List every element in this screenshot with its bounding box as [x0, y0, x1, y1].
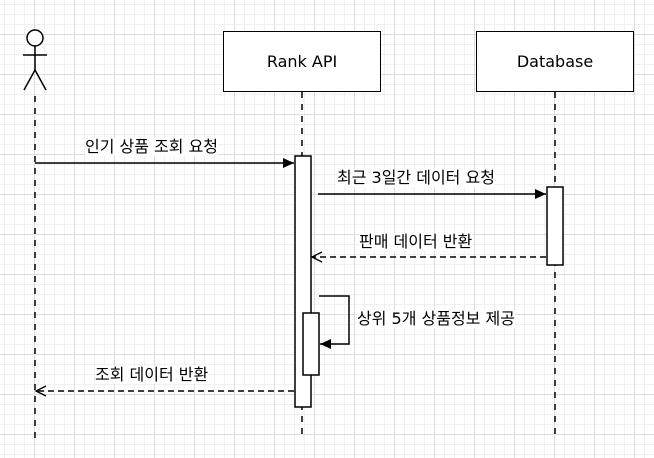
actor-figure: [23, 29, 47, 91]
database-activation: [546, 186, 564, 266]
message-label-1: 인기 상품 조회 요청: [85, 137, 219, 156]
message-label-2: 최근 3일간 데이터 요청: [337, 168, 495, 187]
message-label-5: 조회 데이터 반환: [95, 365, 209, 384]
participant-rank-api: Rank API: [223, 31, 381, 92]
rank-api-self-activation: [302, 312, 320, 376]
participant-database: Database: [476, 31, 634, 92]
message-arrow-4: [319, 295, 350, 349]
participant-rank-api-label: Rank API: [266, 52, 338, 71]
participant-database-label: Database: [516, 52, 594, 71]
message-label-4: 상위 5개 상품정보 제공: [357, 309, 515, 328]
message-label-3: 판매 데이터 반환: [359, 232, 473, 251]
